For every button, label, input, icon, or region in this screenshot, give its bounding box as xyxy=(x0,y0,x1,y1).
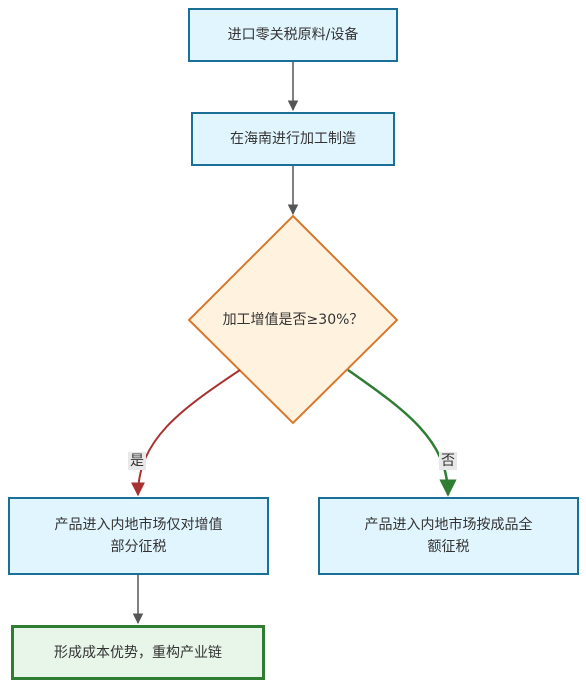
node-process-label: 在海南进行加工制造 xyxy=(230,131,356,147)
decision-diamond xyxy=(187,214,399,425)
node-import-label: 进口零关税原料/设备 xyxy=(227,27,359,43)
edge-decision-yes xyxy=(131,369,241,497)
node-decision-label: 加工增值是否≥30%？ xyxy=(222,312,364,328)
node-yes-outcome: 产品进入内地市场仅对增值 部分征税 xyxy=(8,497,269,575)
edge-label-no: 否 xyxy=(439,452,457,470)
node-no-outcome: 产品进入内地市场按成品全 额征税 xyxy=(318,497,579,575)
node-process: 在海南进行加工制造 xyxy=(191,112,395,166)
edge-label-yes: 是 xyxy=(128,452,146,470)
node-no-outcome-line2: 额征税 xyxy=(427,539,470,555)
node-no-outcome-line1: 产品进入内地市场按成品全 xyxy=(364,517,533,533)
node-result: 形成成本优势，重构产业链 xyxy=(11,625,265,680)
edge-decision-no xyxy=(347,368,457,497)
node-import: 进口零关税原料/设备 xyxy=(188,8,398,62)
node-result-label: 形成成本优势，重构产业链 xyxy=(54,644,222,661)
node-yes-outcome-line2: 部分征税 xyxy=(110,539,167,555)
node-yes-outcome-line1: 产品进入内地市场仅对增值 xyxy=(54,517,223,533)
